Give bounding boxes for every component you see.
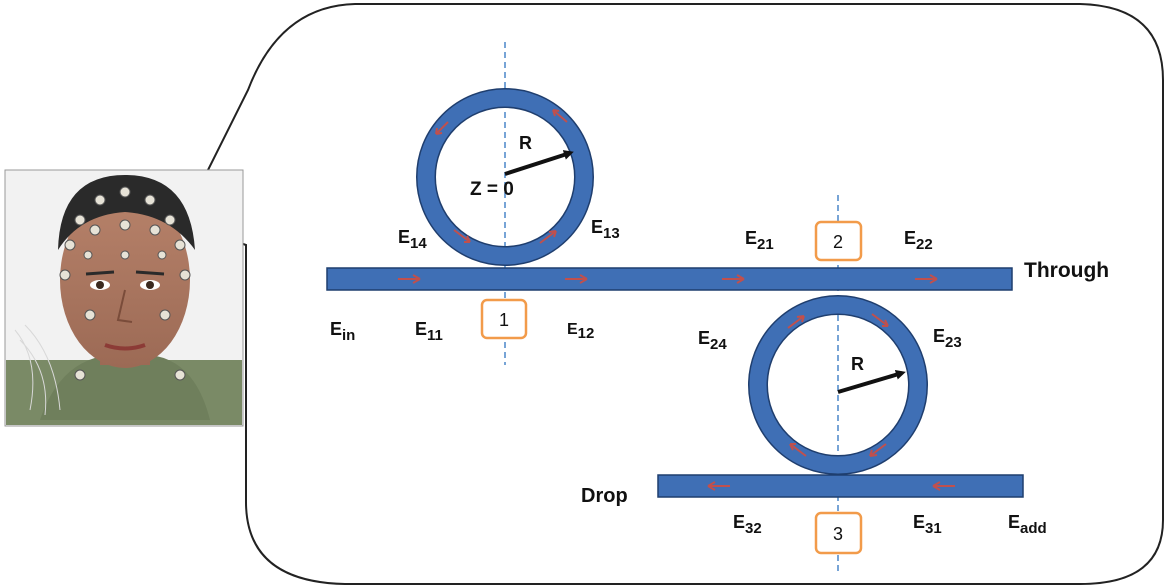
coupling-point-1-box: 1 <box>480 298 528 340</box>
top-ring-arrow-bottom-right <box>539 230 557 244</box>
bottom-ring-radius-arrow <box>837 369 906 394</box>
through-bus-arrow-4 <box>915 274 938 284</box>
field-label-e32: E32 <box>733 512 762 537</box>
bottom-ring-arrow-lower-left <box>789 443 807 457</box>
through-bus-arrow-3 <box>722 274 745 284</box>
bottom-ring-arrow-lower-right <box>869 443 887 457</box>
coupling-point-1-label: 1 <box>499 310 509 330</box>
top-ring-arrow-left-upper <box>435 121 449 135</box>
field-label-eadd: Eadd <box>1008 512 1047 537</box>
top-ring-arrow-top-right <box>552 109 568 123</box>
field-label-e23: E23 <box>933 326 962 351</box>
field-label-e12: E12 <box>567 321 594 342</box>
field-label-e24: E24 <box>698 328 727 353</box>
coupling-point-2-label: 2 <box>833 232 843 252</box>
bottom-ring-arrow-upper-left <box>787 315 805 329</box>
person-with-eeg-cap-photo <box>4 169 244 427</box>
top-ring-arrow-bottom-left <box>453 229 471 243</box>
field-label-ein: Ein <box>330 319 355 344</box>
z-origin-label: Z = 0 <box>470 179 514 200</box>
drop-port-label: Drop <box>581 485 628 507</box>
bottom-ring-radius-label: R <box>851 354 864 374</box>
field-label-e14: E14 <box>398 227 427 252</box>
top-ring-fill <box>417 89 593 265</box>
through-bus-arrow-1 <box>398 274 421 284</box>
top-ring-radius-arrow <box>504 150 574 176</box>
bottom-ring-arrow-upper-right <box>871 313 889 327</box>
through-port-label: Through <box>1024 259 1109 282</box>
through-bus-waveguide <box>326 267 1013 291</box>
drop-bus-waveguide <box>657 474 1024 498</box>
coupling-point-2-box: 2 <box>814 220 863 262</box>
field-label-e22: E22 <box>904 228 933 253</box>
drop-bus-arrow-2 <box>932 481 955 491</box>
top-ring-radius-label: R <box>519 133 532 153</box>
bottom-ring-fill <box>749 296 927 474</box>
field-label-e21: E21 <box>745 228 774 253</box>
through-bus-arrow-2 <box>565 274 588 284</box>
field-label-e13: E13 <box>591 217 620 242</box>
field-label-e11: E11 <box>415 319 443 344</box>
coupling-point-3-label: 3 <box>833 524 843 544</box>
field-label-e31: E31 <box>913 512 942 537</box>
coupling-point-3-box: 3 <box>814 511 863 555</box>
drop-bus-arrow-1 <box>707 481 730 491</box>
